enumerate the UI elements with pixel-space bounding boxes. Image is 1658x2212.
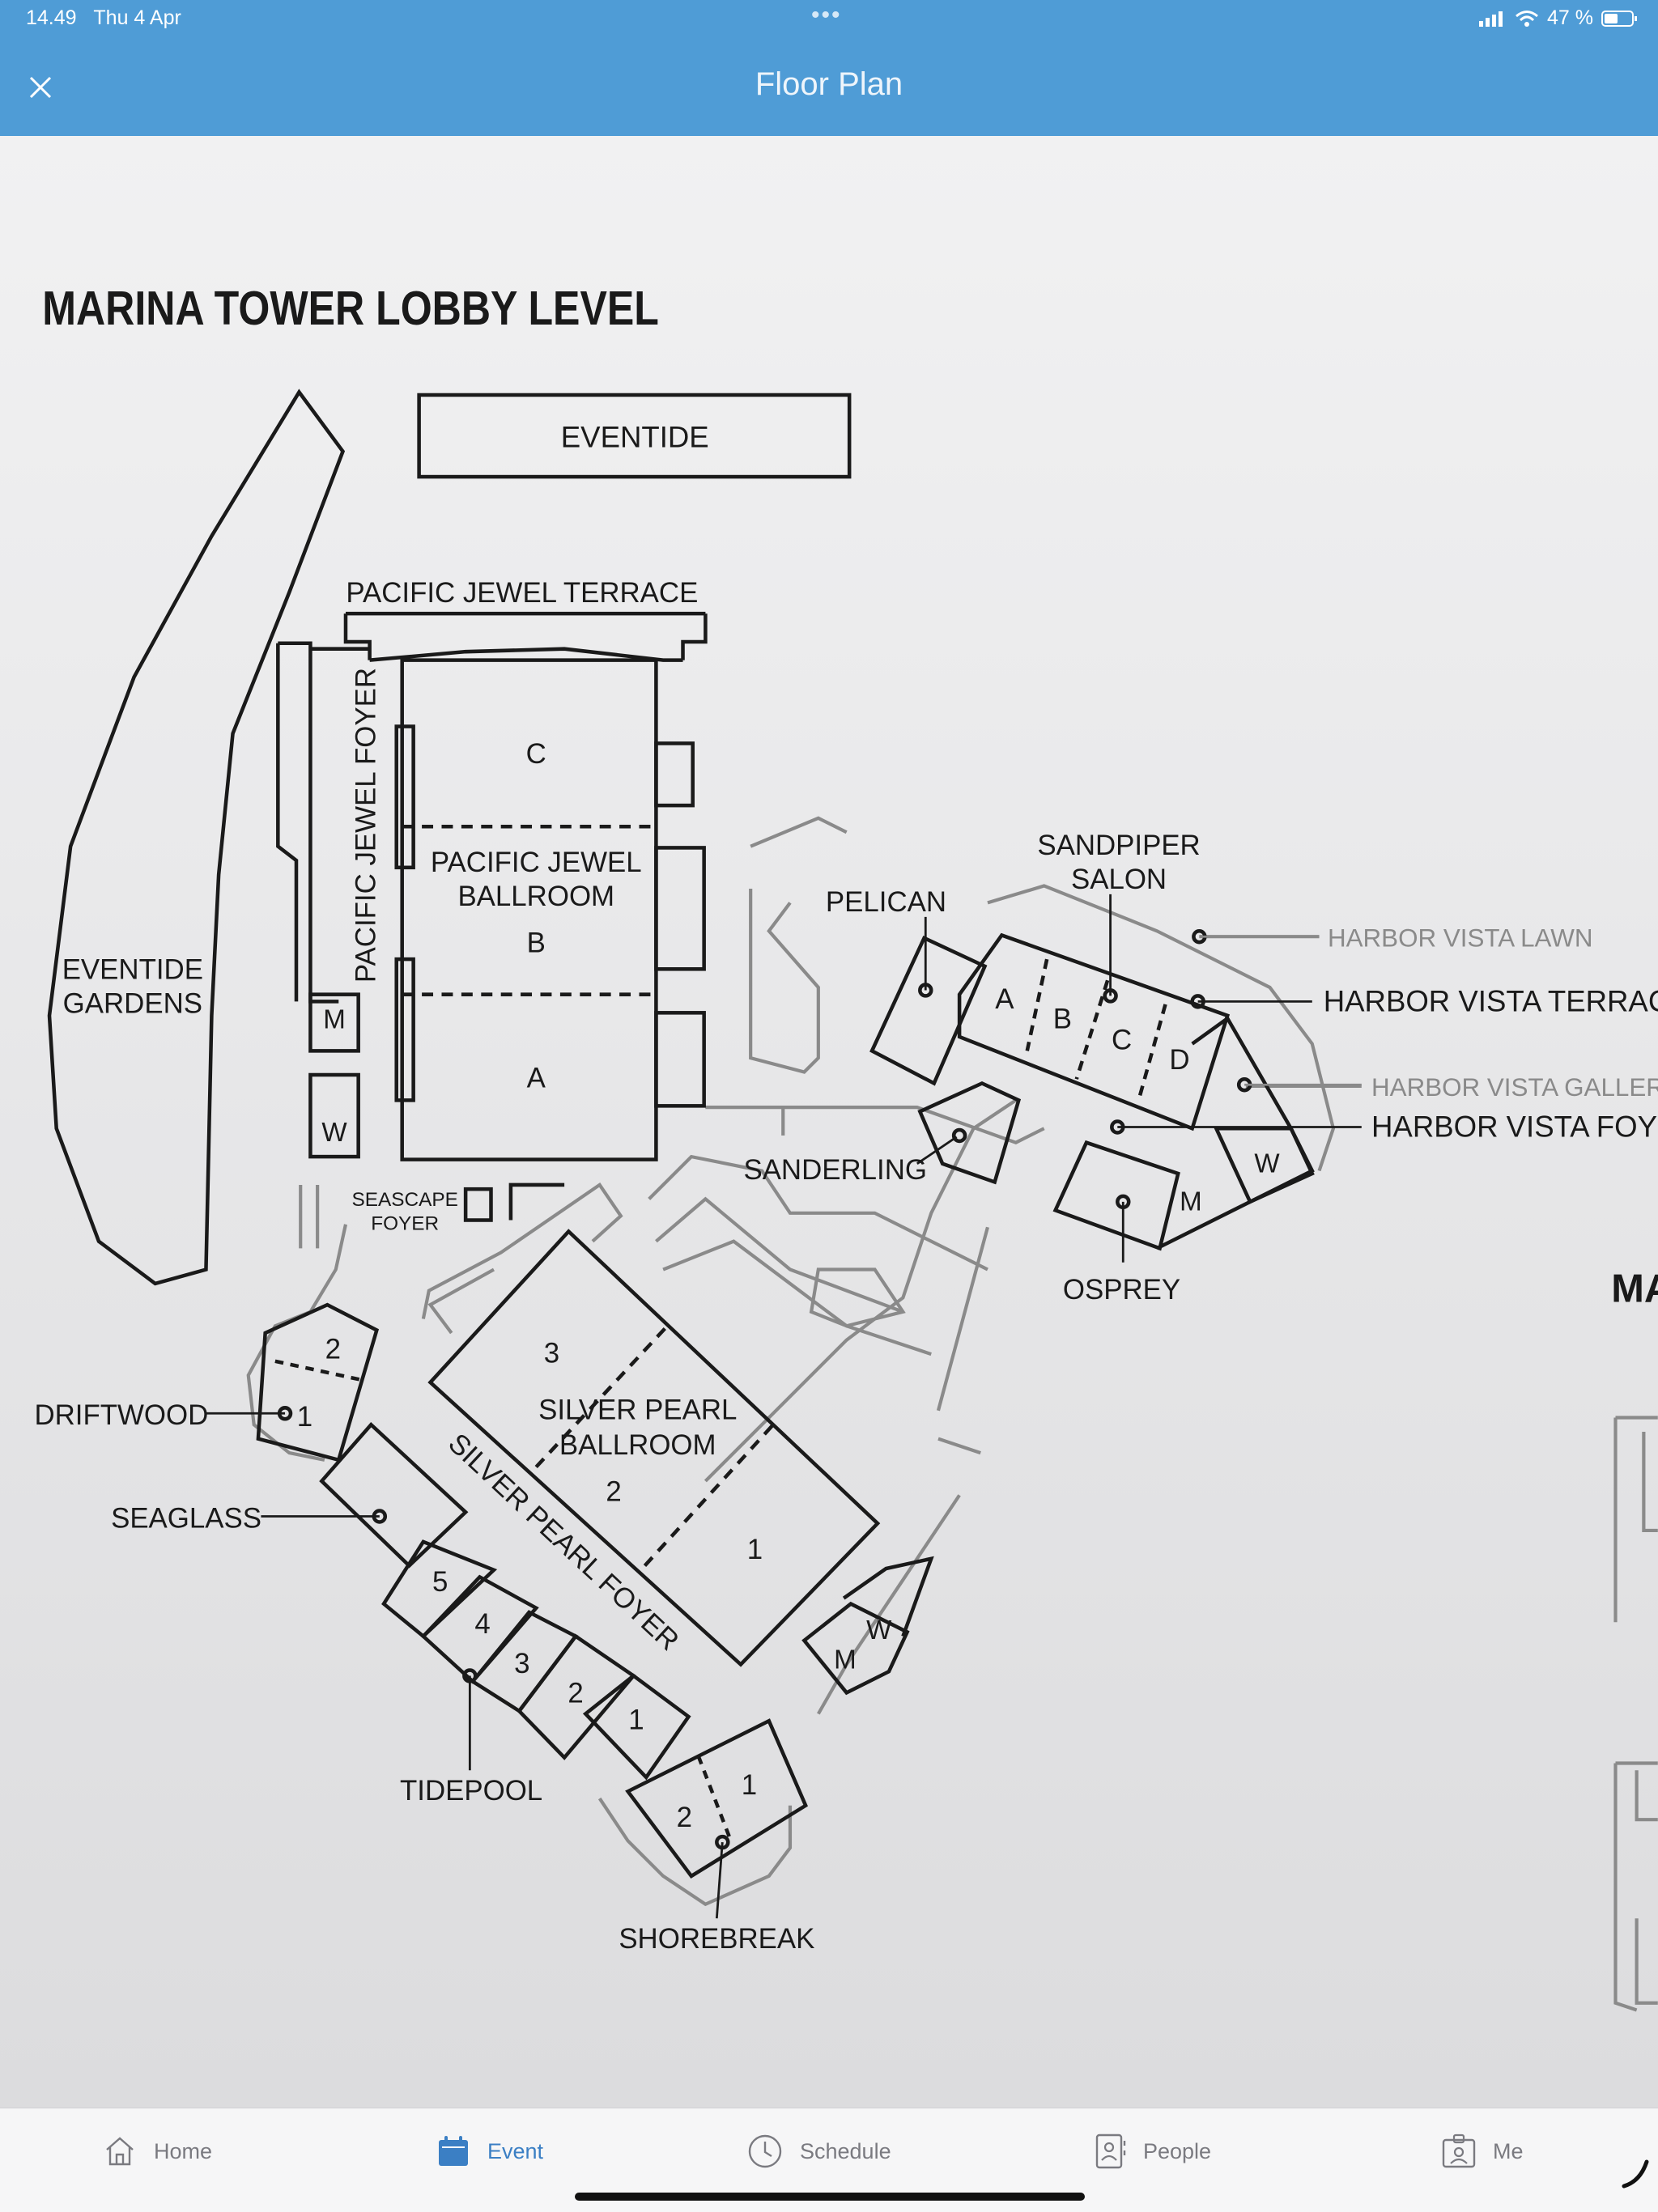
label-ma-cut: MA bbox=[1611, 1267, 1658, 1311]
contacts-icon bbox=[1095, 2133, 1126, 2169]
label-sandpiper-1[interactable]: SANDPIPER bbox=[1037, 830, 1200, 861]
tab-home-label: Home bbox=[154, 2138, 213, 2163]
close-icon[interactable] bbox=[21, 68, 60, 107]
tab-schedule-label: Schedule bbox=[800, 2138, 891, 2163]
label-dw-2[interactable]: 2 bbox=[325, 1333, 341, 1365]
tab-people-label: People bbox=[1143, 2138, 1212, 2163]
label-shorebreak[interactable]: SHOREBREAK bbox=[619, 1923, 814, 1955]
map-title: MARINA TOWER LOBBY LEVEL bbox=[42, 281, 659, 335]
label-harbor-vista-terrace[interactable]: HARBOR VISTA TERRACE bbox=[1324, 985, 1658, 1018]
label-sp-m[interactable]: M bbox=[834, 1645, 857, 1675]
label-tp-5[interactable]: 5 bbox=[432, 1566, 448, 1598]
label-spb-n2[interactable]: 2 bbox=[606, 1475, 621, 1507]
label-sandpiper-2[interactable]: SALON bbox=[1071, 864, 1167, 895]
tab-people[interactable]: People bbox=[1095, 2131, 1211, 2172]
label-pj-w[interactable]: W bbox=[321, 1118, 347, 1148]
status-bar: 14.49 Thu 4 Apr ••• 47 % bbox=[0, 0, 1658, 37]
label-seaglass[interactable]: SEAGLASS bbox=[111, 1502, 261, 1534]
label-pj-ballroom-2[interactable]: BALLROOM bbox=[457, 881, 614, 912]
label-eventide-gardens-1[interactable]: EVENTIDE bbox=[62, 954, 203, 986]
label-pelican[interactable]: PELICAN bbox=[826, 886, 946, 918]
label-tp-4[interactable]: 4 bbox=[474, 1608, 490, 1640]
nav-bar: Floor Plan bbox=[0, 37, 1658, 136]
label-harbor-vista-gallery[interactable]: HARBOR VISTA GALLERY bbox=[1371, 1073, 1658, 1102]
tab-schedule[interactable]: Schedule bbox=[746, 2131, 891, 2172]
label-tidepool[interactable]: TIDEPOOL bbox=[400, 1775, 542, 1807]
label-seascape-2[interactable]: FOYER bbox=[371, 1213, 439, 1235]
label-pj-m[interactable]: M bbox=[323, 1005, 346, 1035]
label-eventide-gardens-2[interactable]: GARDENS bbox=[63, 987, 202, 1019]
home-icon bbox=[106, 2137, 134, 2166]
tab-event[interactable]: Event bbox=[436, 2131, 543, 2172]
badge-icon bbox=[1442, 2133, 1476, 2168]
label-pacific-jewel-foyer[interactable]: PACIFIC JEWEL FOYER bbox=[351, 668, 382, 983]
multitasking-dots-icon[interactable]: ••• bbox=[811, 2, 842, 28]
label-harbor-vista-foyer[interactable]: HARBOR VISTA FOYER bbox=[1371, 1110, 1658, 1144]
label-pj-b[interactable]: B bbox=[527, 927, 546, 958]
status-indicators: 47 % bbox=[1479, 6, 1639, 30]
label-dw-1[interactable]: 1 bbox=[297, 1401, 312, 1433]
label-sp-b[interactable]: B bbox=[1053, 1004, 1072, 1035]
label-osprey[interactable]: OSPREY bbox=[1063, 1274, 1180, 1306]
label-sb-2[interactable]: 2 bbox=[677, 1802, 692, 1833]
tab-me-label: Me bbox=[1493, 2138, 1524, 2163]
signal-icon bbox=[1479, 11, 1503, 27]
label-spb-1[interactable]: SILVER PEARL bbox=[538, 1394, 737, 1425]
label-sb-1[interactable]: 1 bbox=[742, 1769, 757, 1801]
label-driftwood[interactable]: DRIFTWOOD bbox=[34, 1399, 208, 1431]
tab-home[interactable]: Home bbox=[102, 2131, 212, 2172]
tab-bar: Home Event Schedule People bbox=[0, 2108, 1658, 2212]
label-sp-c[interactable]: C bbox=[1112, 1025, 1132, 1056]
label-sp-d[interactable]: D bbox=[1169, 1044, 1189, 1076]
wifi-icon bbox=[1516, 10, 1538, 27]
status-date: Thu 4 Apr bbox=[93, 6, 181, 29]
label-hv-m[interactable]: M bbox=[1180, 1187, 1202, 1216]
label-pacific-jewel-terrace[interactable]: PACIFIC JEWEL TERRACE bbox=[346, 577, 698, 609]
page-title: Floor Plan bbox=[755, 66, 903, 102]
label-sanderling[interactable]: SANDERLING bbox=[743, 1154, 927, 1186]
floor-plan-viewer[interactable]: MARINA TOWER LOBBY LEVEL EVENTIDE PACIFI… bbox=[0, 136, 1658, 2108]
status-clock: 14.49 bbox=[26, 6, 77, 29]
label-pj-c[interactable]: C bbox=[526, 738, 546, 770]
pencil-hook-icon bbox=[1622, 2159, 1649, 2189]
label-hv-w[interactable]: W bbox=[1254, 1148, 1280, 1178]
label-pj-ballroom-1[interactable]: PACIFIC JEWEL bbox=[431, 847, 642, 878]
label-seascape-1[interactable]: SEASCAPE bbox=[351, 1189, 457, 1211]
clock-icon bbox=[748, 2134, 782, 2168]
floor-plan-map[interactable]: MARINA TOWER LOBBY LEVEL EVENTIDE PACIFI… bbox=[0, 136, 1658, 2108]
label-harbor-vista-lawn[interactable]: HARBOR VISTA LAWN bbox=[1328, 923, 1593, 952]
battery-percent: 47 % bbox=[1547, 6, 1593, 29]
label-pj-a[interactable]: A bbox=[527, 1063, 546, 1094]
label-sp-w[interactable]: W bbox=[866, 1615, 892, 1645]
battery-icon bbox=[1601, 10, 1637, 27]
label-spb-n1[interactable]: 1 bbox=[747, 1534, 763, 1565]
home-indicator[interactable] bbox=[575, 2193, 1085, 2201]
label-sp-a[interactable]: A bbox=[995, 983, 1014, 1015]
tab-me[interactable]: Me bbox=[1441, 2131, 1524, 2172]
calendar-icon bbox=[439, 2136, 468, 2166]
tab-event-label: Event bbox=[487, 2138, 544, 2163]
label-tp-2[interactable]: 2 bbox=[568, 1678, 583, 1709]
label-tp-3[interactable]: 3 bbox=[514, 1648, 529, 1679]
label-spb-3[interactable]: 3 bbox=[544, 1338, 559, 1369]
label-eventide[interactable]: EVENTIDE bbox=[561, 420, 709, 453]
label-tp-1[interactable]: 1 bbox=[628, 1705, 644, 1736]
status-time: 14.49 Thu 4 Apr bbox=[26, 6, 181, 30]
label-spb-2[interactable]: BALLROOM bbox=[559, 1429, 716, 1461]
